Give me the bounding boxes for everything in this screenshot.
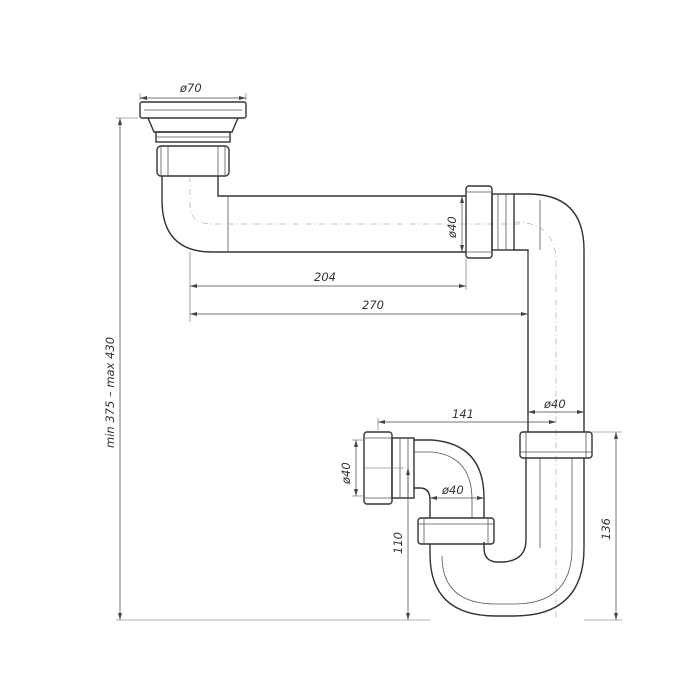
dim-d40-horizontal: ø40 bbox=[445, 196, 464, 252]
middle-nut bbox=[465, 185, 515, 259]
lower-right-nut bbox=[519, 431, 593, 459]
label-d70: ø70 bbox=[179, 81, 202, 95]
dim-d70: ø70 bbox=[139, 81, 247, 100]
label-height-range: min 375 – max 430 bbox=[103, 337, 117, 448]
dim-270: 270 bbox=[190, 252, 529, 320]
label-204: 204 bbox=[314, 270, 336, 284]
right-bend bbox=[513, 193, 585, 620]
label-d40-elbow: ø40 bbox=[441, 483, 464, 497]
dim-height-range: min 375 – max 430 bbox=[103, 117, 430, 621]
label-136: 136 bbox=[599, 518, 613, 540]
dim-136: 136 bbox=[584, 431, 622, 621]
top-nut bbox=[156, 145, 230, 177]
dim-141: 141 bbox=[377, 407, 556, 430]
dim-110: 110 bbox=[364, 467, 410, 620]
dim-d40-outlet: ø40 bbox=[339, 439, 364, 497]
label-d40-vertical: ø40 bbox=[543, 397, 566, 411]
dim-d40-elbow: ø40 bbox=[430, 483, 484, 500]
label-141: 141 bbox=[452, 407, 474, 421]
label-110: 110 bbox=[391, 532, 405, 554]
label-d40-outlet: ø40 bbox=[339, 462, 353, 485]
trap-nut bbox=[417, 517, 495, 545]
dim-204: 204 bbox=[189, 252, 467, 322]
drain-strainer bbox=[139, 101, 247, 143]
u-trap bbox=[429, 458, 585, 617]
horizontal-pipe bbox=[161, 176, 520, 253]
dim-d40-vertical: ø40 bbox=[528, 397, 584, 414]
label-d40-horizontal: ø40 bbox=[445, 216, 459, 239]
label-270: 270 bbox=[362, 298, 384, 312]
lower-elbow bbox=[414, 439, 485, 518]
